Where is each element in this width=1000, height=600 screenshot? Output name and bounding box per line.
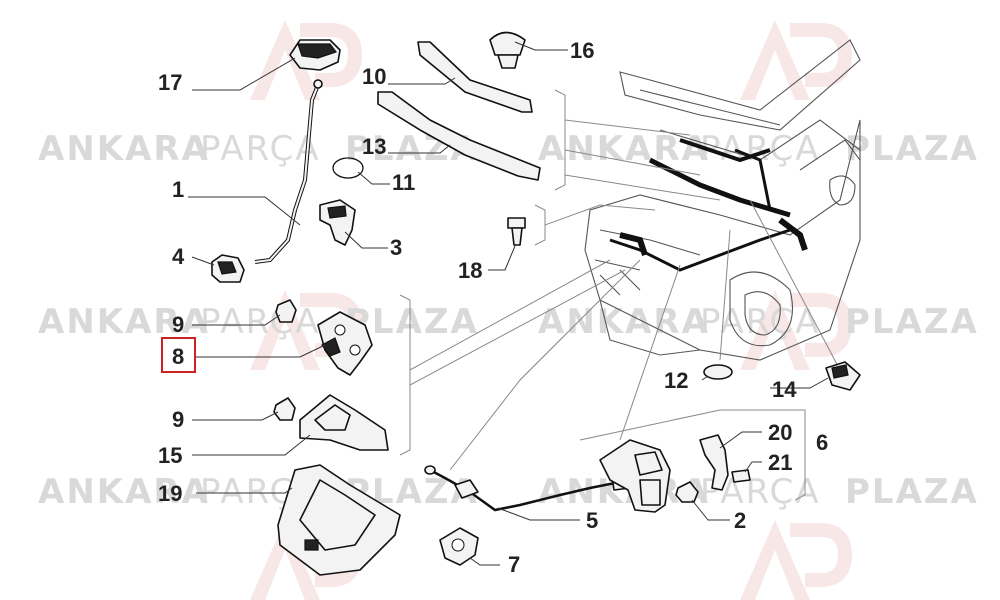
- callout-15: 15: [158, 443, 182, 468]
- callout-21: 21: [768, 450, 792, 475]
- callout-10: 10: [362, 64, 386, 89]
- part-11-o-ring: [332, 157, 364, 179]
- part-21-pin: [731, 469, 751, 483]
- watermark-logo: [740, 520, 853, 600]
- part-12-pad: [703, 364, 733, 380]
- part-16-grommet: [489, 31, 526, 69]
- part-8-latch: [317, 311, 373, 376]
- part-3-clip: [319, 199, 356, 246]
- watermark-word: ANKARA: [38, 472, 210, 512]
- callout-3: 3: [390, 235, 402, 260]
- watermark-word: PLAZA: [845, 472, 979, 512]
- part-6-latch-assembly: [599, 439, 671, 513]
- callout-11: 11: [392, 170, 415, 195]
- callout-9-upper: 9: [172, 312, 184, 337]
- watermark-word: ANKARA: [38, 302, 210, 342]
- callout-8: 8: [172, 344, 184, 369]
- highlight-box: [161, 337, 196, 373]
- callout-6: 6: [816, 430, 828, 455]
- part-15-bracket: [299, 394, 389, 451]
- watermark-word: PLAZA: [845, 129, 979, 169]
- watermark-word: PARÇA: [700, 302, 821, 342]
- part-14-bumper: [825, 361, 861, 391]
- watermark-word: ANKARA: [538, 302, 710, 342]
- part-13-seal-strip: [377, 91, 541, 181]
- car-front-outline: [584, 39, 861, 361]
- watermark-text-group: ANKARA PARÇA PLAZA ANKARA PARÇA PLAZA AN…: [38, 129, 979, 512]
- watermark-word: PLAZA: [845, 302, 979, 342]
- watermark-logo: [740, 20, 853, 100]
- watermark-word: ANKARA: [38, 129, 210, 169]
- callout-1: 1: [172, 177, 184, 202]
- guide-lines: [399, 89, 841, 501]
- callout-20: 20: [768, 420, 792, 445]
- leader-lines: [188, 41, 829, 566]
- part-20-lever: [699, 434, 729, 491]
- callout-5: 5: [586, 508, 598, 533]
- part-19-tray: [277, 464, 401, 576]
- callout-labels: 17 16 10 13 11 1 3 4 18 9 8 9 15 12 14 2…: [158, 38, 828, 577]
- callout-12: 12: [664, 368, 688, 393]
- part-10-seal-strip: [417, 41, 533, 113]
- part-9-nut-upper: [275, 299, 297, 323]
- callout-9-lower: 9: [172, 407, 184, 432]
- part-1-prop-rod: [254, 79, 323, 264]
- callout-7: 7: [508, 552, 520, 577]
- callout-19: 19: [158, 481, 182, 506]
- callout-13: 13: [362, 134, 386, 159]
- part-7-clamp: [439, 527, 479, 566]
- part-17-cap: [289, 39, 341, 71]
- watermark-logo: [250, 20, 363, 100]
- part-18-bolt: [507, 217, 526, 246]
- callout-14: 14: [772, 377, 797, 402]
- callout-16: 16: [570, 38, 594, 63]
- callout-18: 18: [458, 258, 482, 283]
- watermark-word: PARÇA: [200, 302, 321, 342]
- callout-17: 17: [158, 70, 182, 95]
- callout-2: 2: [734, 508, 746, 533]
- callout-4: 4: [172, 244, 185, 269]
- watermark-word: PARÇA: [200, 129, 321, 169]
- watermark-word: ANKARA: [538, 129, 710, 169]
- part-9-nut-lower: [273, 397, 296, 421]
- part-4-holder: [211, 254, 245, 283]
